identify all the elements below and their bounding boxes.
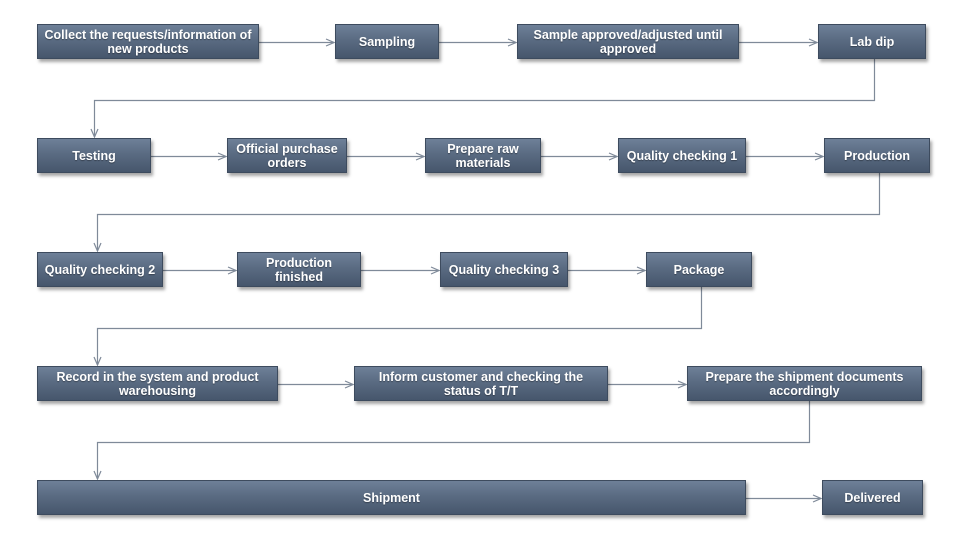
step-package: Package (646, 252, 752, 287)
step-label: Production (844, 148, 910, 163)
step-label: Package (673, 262, 725, 277)
step-label: Prepare the shipment documents according… (705, 369, 904, 398)
step-label: Shipment (363, 490, 420, 505)
step-testing: Testing (37, 138, 151, 173)
step-label: Lab dip (849, 34, 895, 49)
step-label: Quality checking 1 (626, 148, 738, 163)
step-label: Collect the requests/information of new … (44, 27, 252, 56)
step-prepare-shipment-documents: Prepare the shipment documents according… (687, 366, 922, 401)
step-production: Production (824, 138, 930, 173)
step-label: Sampling (358, 34, 416, 49)
step-label: Testing (72, 148, 116, 163)
step-shipment: Shipment (37, 480, 746, 515)
step-lab-dip: Lab dip (818, 24, 926, 59)
connector-arrow-package-to-record (98, 287, 703, 365)
step-quality-checking-3: Quality checking 3 (440, 252, 568, 287)
step-official-purchase-orders: Official purchase orders (227, 138, 347, 173)
step-collect-requests: Collect the requests/information of new … (37, 24, 259, 59)
step-quality-checking-2: Quality checking 2 (37, 252, 163, 287)
step-label: Quality checking 3 (448, 262, 560, 277)
step-quality-checking-1: Quality checking 1 (618, 138, 746, 173)
step-label: Delivered (844, 490, 901, 505)
step-label: Quality checking 2 (44, 262, 156, 277)
step-label: Official purchase orders (236, 141, 338, 170)
step-label: Record in the system and product warehou… (56, 369, 259, 398)
connector-arrow-prepare_docs-to-shipment (98, 401, 811, 479)
connector-arrow-lab_dip-to-testing (95, 59, 876, 137)
step-delivered: Delivered (822, 480, 923, 515)
step-label: Inform customer and checking the status … (378, 369, 584, 398)
step-sample-approved: Sample approved/adjusted until approved (517, 24, 739, 59)
step-prepare-raw-materials: Prepare raw materials (425, 138, 541, 173)
step-sampling: Sampling (335, 24, 439, 59)
connector-arrow-production-to-qc2 (98, 173, 881, 251)
step-record-warehousing: Record in the system and product warehou… (37, 366, 278, 401)
step-production-finished: Production finished (237, 252, 361, 287)
step-label: Sample approved/adjusted until approved (533, 27, 723, 56)
step-inform-customer: Inform customer and checking the status … (354, 366, 608, 401)
step-label: Prepare raw materials (447, 141, 519, 170)
step-label: Production finished (266, 255, 332, 284)
